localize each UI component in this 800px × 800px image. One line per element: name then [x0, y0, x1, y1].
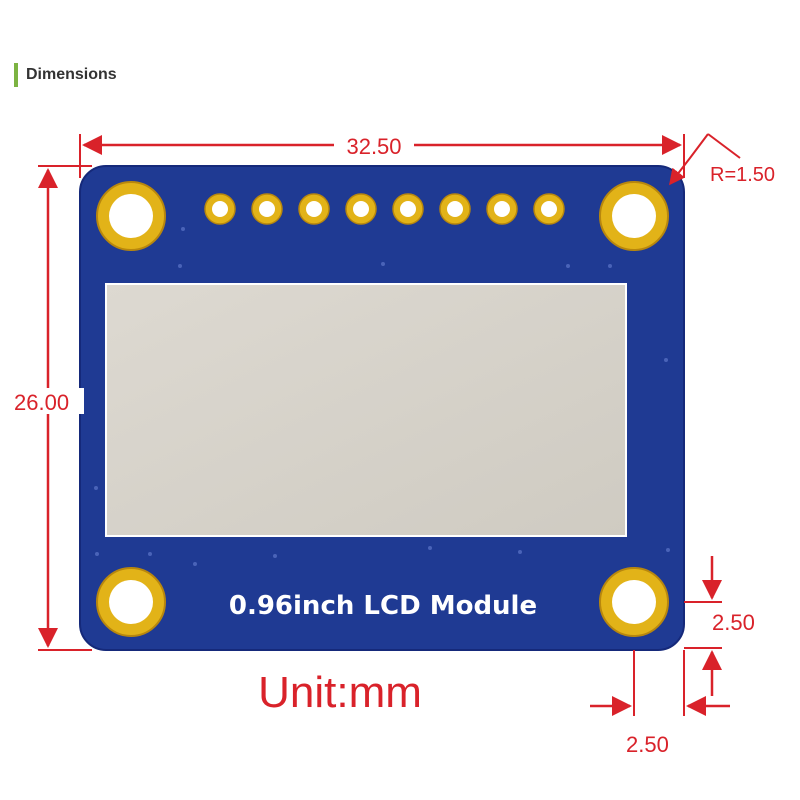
section-header: Dimensions — [14, 62, 117, 88]
unit-label: Unit:mm — [258, 668, 422, 717]
corner-radius-value: R=1.50 — [710, 164, 775, 186]
width-value: 32.50 — [346, 134, 401, 159]
height-value: 26.00 — [14, 390, 69, 415]
lcd-screen — [105, 283, 627, 537]
section-title: Dimensions — [26, 66, 117, 83]
mounting-hole-bottom-left — [96, 567, 166, 637]
header-pin — [486, 193, 518, 225]
header-pin — [298, 193, 330, 225]
module-label: 0.96inch LCD Module — [229, 591, 537, 621]
radius-leader-line — [669, 133, 709, 186]
header-pin — [439, 193, 471, 225]
header-pin — [533, 193, 565, 225]
mounting-hole-top-left — [96, 181, 166, 251]
header-pin — [204, 193, 236, 225]
hole-offset-y-value: 2.50 — [712, 610, 755, 635]
hole-offset-x-value: 2.50 — [626, 732, 669, 757]
mounting-hole-bottom-right — [599, 567, 669, 637]
section-accent-bar — [14, 63, 18, 87]
header-pin — [251, 193, 283, 225]
header-pins — [204, 193, 565, 225]
header-pin — [392, 193, 424, 225]
board-vias — [94, 227, 670, 566]
mounting-hole-top-right — [599, 181, 669, 251]
header-pin — [345, 193, 377, 225]
